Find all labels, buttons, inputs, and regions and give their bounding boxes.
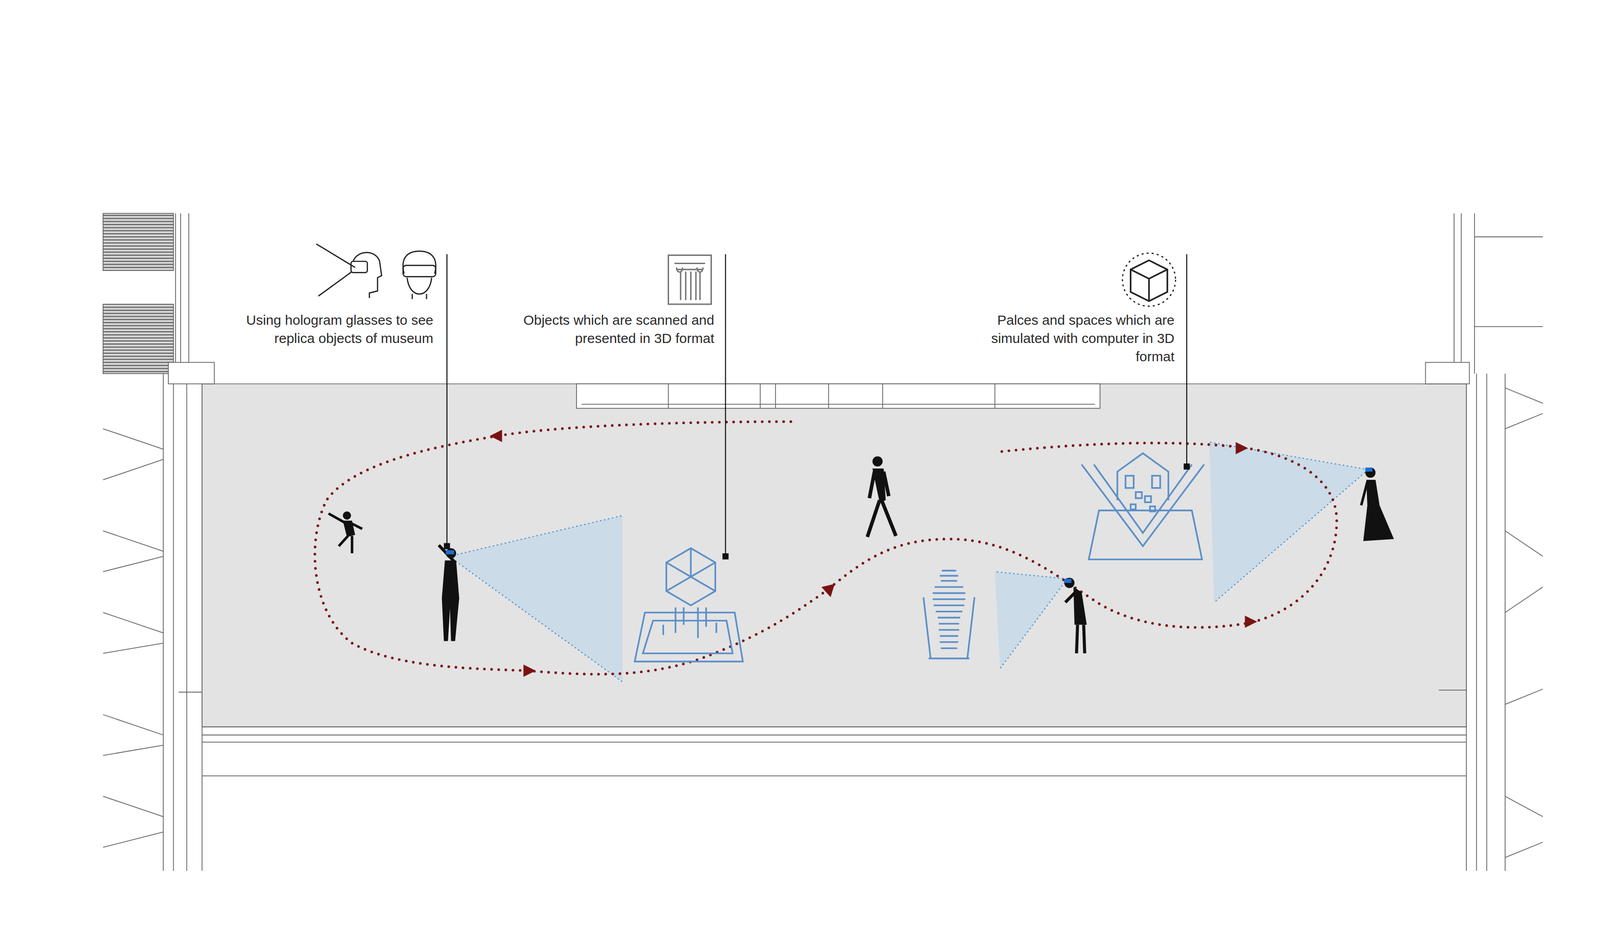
- hologram-figure: [923, 570, 975, 659]
- view-cone: [448, 441, 1369, 682]
- left-structure: [103, 213, 215, 871]
- cube-icon: [1122, 253, 1176, 307]
- callout-label-holder: Objects which are scanned and presented …: [486, 311, 715, 348]
- callout-label-holder: Palces and spaces which are simulated wi…: [955, 311, 1175, 366]
- visitor-route: [314, 421, 1337, 675]
- column-icon: [668, 255, 712, 305]
- leader-end: [443, 463, 1190, 560]
- hologram-place: [1081, 453, 1204, 560]
- beam: [202, 727, 1467, 776]
- vr-headset-icon: [316, 244, 437, 300]
- route-arrowhead: [489, 429, 1258, 677]
- callout-label-holder: Using hologram glasses to see replica ob…: [205, 311, 434, 348]
- leader-line: [446, 254, 1187, 555]
- callout-label: Using hologram glasses to see replica ob…: [205, 311, 434, 348]
- floor-area: [202, 384, 1467, 728]
- visitor-figure: [328, 456, 1394, 654]
- callout-label: Objects which are scanned and presented …: [486, 311, 715, 348]
- hologram-object: [634, 548, 743, 662]
- callout-label: Palces and spaces which are simulated wi…: [955, 311, 1175, 366]
- right-structure: [1425, 213, 1543, 871]
- window-wall: [576, 384, 1101, 409]
